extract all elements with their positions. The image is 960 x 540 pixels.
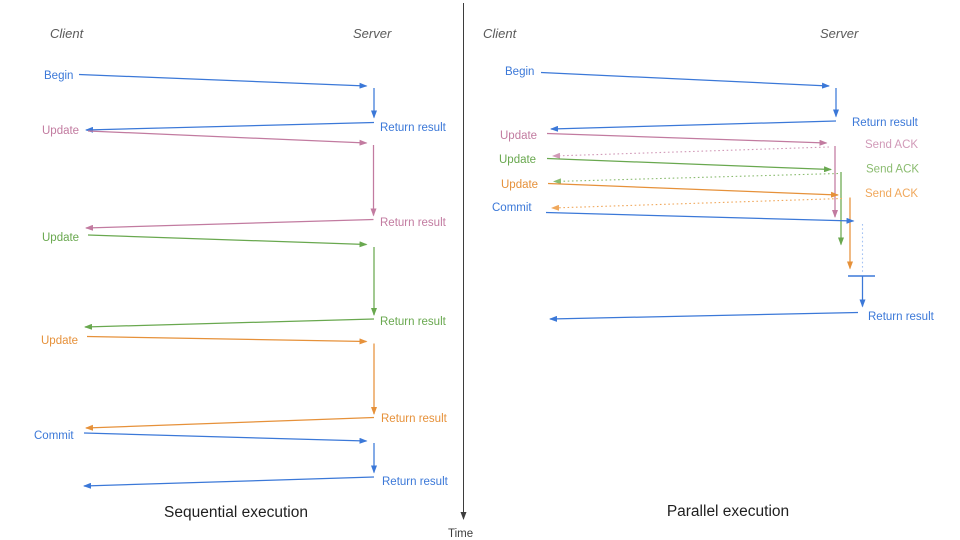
ack-label: Send ACK xyxy=(865,139,918,151)
ack-arrow xyxy=(553,172,839,185)
par-row-update-3: Update Send ACK xyxy=(501,179,918,270)
message-label: Update xyxy=(41,335,78,347)
response-label: Return result xyxy=(380,122,447,134)
par-row-update-1: Update Send ACK xyxy=(500,130,918,218)
request-arrow xyxy=(546,132,828,146)
ack-label: Send ACK xyxy=(865,188,918,200)
server-header: Server xyxy=(353,26,392,41)
response-arrow xyxy=(85,121,375,133)
request-arrow xyxy=(78,73,368,89)
request-arrow xyxy=(547,182,839,198)
message-label: Commit xyxy=(492,202,532,214)
request-arrow xyxy=(83,432,368,444)
response-arrow xyxy=(85,218,374,231)
message-label: Update xyxy=(500,130,537,142)
message-label: Update xyxy=(499,154,536,166)
parallel-diagram: Client Server Begin Return result Update… xyxy=(483,26,935,520)
seq-row-update-3: Update Return result xyxy=(41,335,448,431)
par-row-update-2: Update Send ACK xyxy=(499,154,919,246)
response-label: Return result xyxy=(382,476,449,488)
ack-label: Send ACK xyxy=(866,164,919,176)
parallel-title: Parallel execution xyxy=(667,503,789,520)
time-axis-label: Time xyxy=(448,528,473,540)
client-header: Client xyxy=(483,26,518,41)
response-arrow xyxy=(550,120,837,132)
response-arrow xyxy=(549,311,859,322)
response-label: Return result xyxy=(380,217,447,229)
message-label: Begin xyxy=(505,66,534,78)
sequential-title: Sequential execution xyxy=(164,504,308,521)
response-label: Return result xyxy=(381,413,448,425)
request-arrow xyxy=(540,71,830,89)
request-arrow xyxy=(545,211,855,224)
seq-row-update-1: Update Return result xyxy=(42,125,447,231)
request-arrow xyxy=(87,130,368,146)
ack-arrow xyxy=(551,197,843,211)
message-label: Update xyxy=(42,125,79,137)
par-row-begin: Begin Return result xyxy=(505,66,919,132)
response-label: Return result xyxy=(852,117,919,129)
client-header: Client xyxy=(50,26,85,41)
message-label: Begin xyxy=(44,70,73,82)
seq-row-begin: Begin Return result xyxy=(44,70,447,134)
message-label: Commit xyxy=(34,430,74,442)
response-label: Return result xyxy=(868,311,935,323)
response-arrow xyxy=(84,318,375,330)
request-arrow xyxy=(86,335,368,345)
response-label: Return result xyxy=(380,316,447,328)
ack-arrow xyxy=(552,146,830,159)
response-arrow xyxy=(85,416,375,431)
seq-row-update-2: Update Return result xyxy=(42,232,447,330)
server-header: Server xyxy=(820,26,859,41)
request-arrow xyxy=(546,157,832,173)
message-label: Update xyxy=(42,232,79,244)
seq-row-commit: Commit Return result xyxy=(34,430,449,489)
response-arrow xyxy=(83,476,375,489)
sequential-diagram: Client Server Begin Return result Update… xyxy=(34,26,449,521)
request-arrow xyxy=(87,234,368,248)
time-axis: Time xyxy=(448,3,473,540)
message-label: Update xyxy=(501,179,538,191)
par-row-commit: Commit Return result xyxy=(492,202,935,323)
